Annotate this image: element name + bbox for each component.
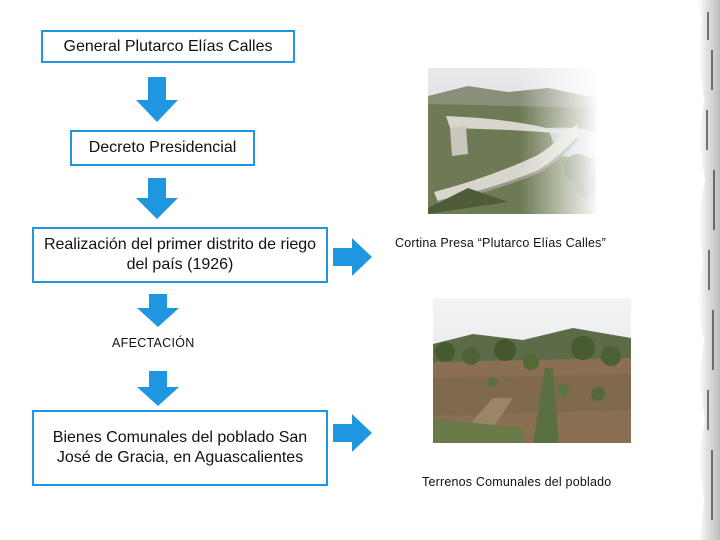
land-illustration [433, 298, 631, 443]
arrow-right-icon [333, 238, 372, 276]
arrow-down-icon [137, 294, 179, 327]
box-general-plutarco: General Plutarco Elías Calles [41, 30, 295, 63]
box-general-plutarco-text: General Plutarco Elías Calles [63, 37, 273, 55]
box-decreto-presidencial: Decreto Presidencial [70, 130, 255, 166]
dam-photo [428, 68, 596, 214]
torn-edge-decoration [696, 0, 720, 540]
afectacion-label: AFECTACIÓN [112, 336, 195, 350]
arrow-down-icon [136, 77, 178, 122]
dam-illustration [428, 68, 596, 214]
box-decreto-presidencial-text: Decreto Presidencial [88, 139, 237, 156]
land-photo [433, 298, 631, 443]
box-bienes-comunales: Bienes Comunales del poblado San José de… [32, 410, 328, 486]
box-bienes-comunales-text: Bienes Comunales del poblado San José de… [52, 429, 308, 466]
box-realizacion-text: Realización del primer distrito de riego… [43, 236, 317, 273]
arrow-down-icon [137, 371, 179, 406]
box-realizacion: Realización del primer distrito de riego… [32, 227, 328, 283]
arrow-right-icon [333, 414, 372, 452]
arrow-down-icon [136, 178, 178, 219]
land-caption: Terrenos Comunales del poblado [422, 475, 612, 489]
dam-caption: Cortina Presa “Plutarco Elías Calles” [395, 236, 606, 250]
